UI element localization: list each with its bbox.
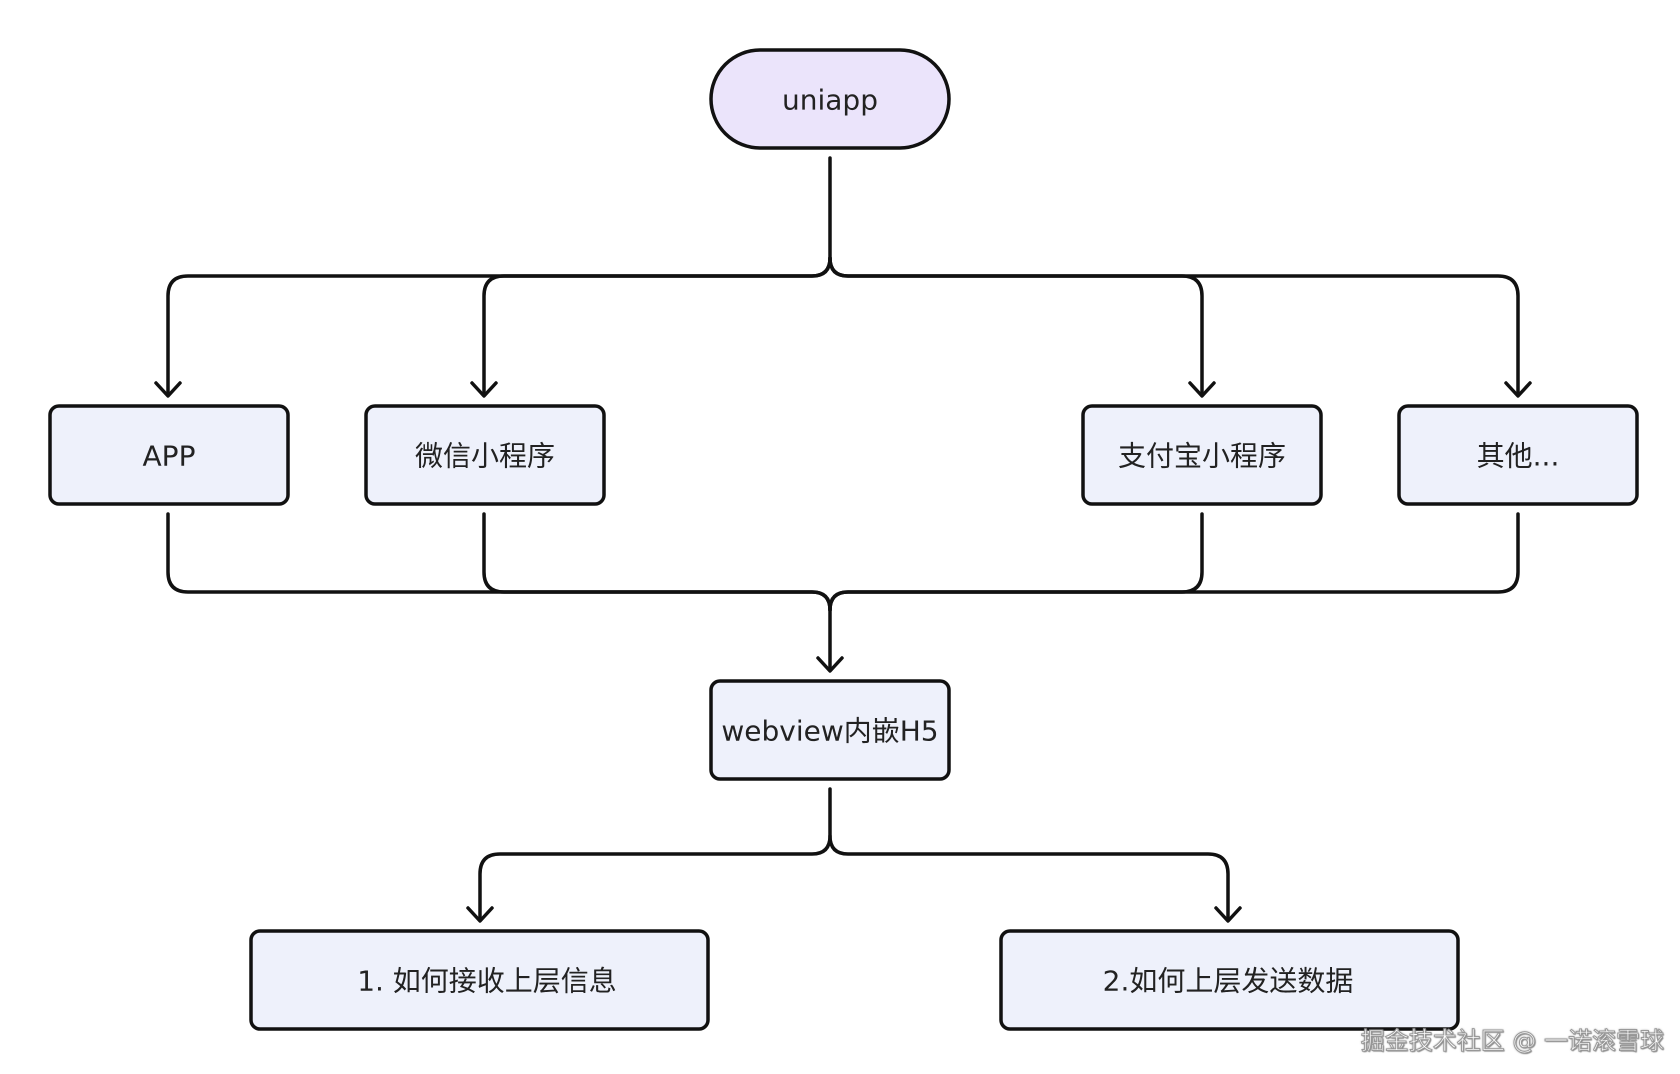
node-other: 其他...	[1397, 404, 1639, 506]
node-send-data: 2.如何上层发送数据	[999, 929, 1460, 1031]
node-alipay-shape	[1081, 404, 1323, 506]
edge-webview-receive	[478, 787, 832, 922]
node-app-label: APP	[143, 440, 196, 473]
node-uniapp-shape	[709, 48, 951, 150]
edges-platforms-to-webview	[166, 512, 1520, 673]
watermark: 掘金技术社区 @ 一诺滚雪球	[1360, 1027, 1664, 1056]
edges-uniapp-to-platforms	[154, 156, 1532, 398]
edge-alipay-webview	[828, 512, 1204, 612]
arrowhead-other	[1504, 381, 1532, 398]
node-uniapp: uniapp	[709, 48, 951, 150]
edge-uniapp-other	[828, 256, 1520, 397]
edge-other-webview	[828, 512, 1520, 612]
node-app: APP	[48, 404, 290, 506]
edges-webview-to-questions	[466, 787, 1242, 923]
node-webview-shape	[709, 679, 951, 781]
arrowhead-receive	[466, 906, 494, 923]
arrowhead-webview	[816, 656, 844, 673]
arrowhead-alipay	[1188, 381, 1216, 398]
arrowhead-app	[154, 381, 182, 398]
node-other-shape	[1397, 404, 1639, 506]
node-send-label: 2.如何上层发送数据	[1103, 965, 1354, 998]
edge-uniapp-alipay	[828, 256, 1204, 397]
node-other-label: 其他...	[1477, 440, 1560, 473]
edge-wechat-webview	[482, 512, 832, 612]
node-receive-info: 1. 如何接收上层信息	[249, 929, 710, 1031]
node-receive-shape	[249, 929, 710, 1031]
node-receive-label: 1. 如何接收上层信息	[357, 965, 617, 998]
node-webview: webview内嵌H5	[709, 679, 951, 781]
edge-uniapp-wechat	[482, 256, 832, 397]
node-wechat-shape	[364, 404, 606, 506]
node-send-shape	[999, 929, 1460, 1031]
node-uniapp-label: uniapp	[782, 84, 878, 117]
node-wechat-miniprogram: 微信小程序	[364, 404, 606, 506]
arrowhead-send	[1214, 906, 1242, 923]
node-webview-label: webview内嵌H5	[721, 715, 938, 748]
node-app-shape	[48, 404, 290, 506]
arrowhead-wechat	[470, 381, 498, 398]
edge-webview-send	[828, 834, 1230, 922]
node-alipay-miniprogram: 支付宝小程序	[1081, 404, 1323, 506]
node-wechat-label: 微信小程序	[415, 440, 555, 473]
node-alipay-label: 支付宝小程序	[1118, 440, 1286, 473]
